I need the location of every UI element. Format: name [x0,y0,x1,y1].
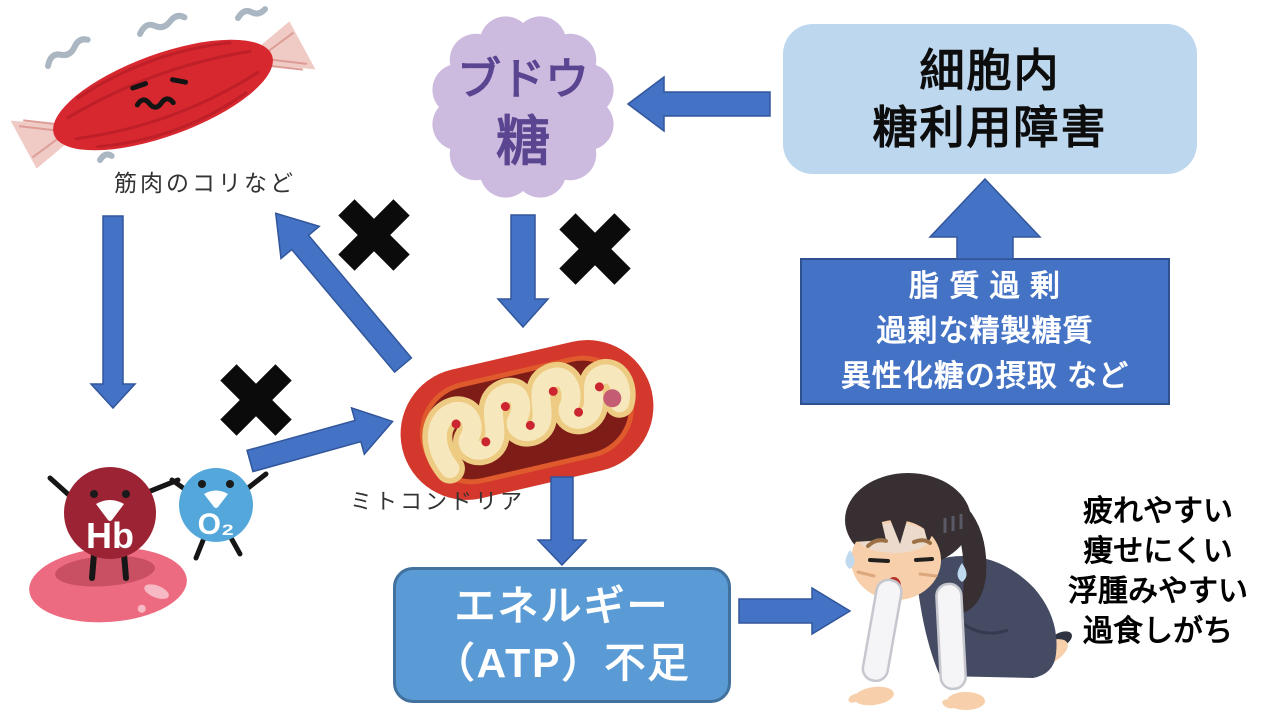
blood-oxygen-illustration: Hb O₂ [29,467,269,623]
lipid-line3: 異性化糖の摂取 など [840,360,1130,393]
symptom-line3: 浮腫みやすい [1068,574,1248,608]
oxygen-character: O₂ [179,468,253,542]
atp-deficiency-box: エネルギー （ATP）不足 [393,567,731,703]
woman-features [856,538,938,578]
symptom-line4: 過食しがち [1083,614,1233,648]
glucose-text-line1: ブドウ [457,54,589,104]
sweat-drops [845,550,967,582]
woman-arms [861,578,967,691]
cell-sugar-line2: 糖利用障害 [872,102,1108,153]
mitochondria-illustration [400,340,654,500]
glucose-cloud-shape [432,16,614,198]
glucose-text-line2: 糖 [496,112,550,172]
muscle-label: 筋肉のコリなど [114,170,296,196]
lipid-line1: 脂 質 過 剰 [908,270,1061,303]
mitochondria-granules [451,382,604,447]
tired-woman-illustration [845,473,1072,710]
mitochondria-large-granule [603,389,622,408]
hemoglobin-label: Hb [86,515,134,556]
stiff-muscle-illustration [10,6,316,169]
glucose-illustration: ブドウ 糖 [432,16,614,198]
symptoms-text: 疲れやすい 痩せにくい 浮腫みやすい 過食しがち [1052,492,1264,652]
woman-hands [848,686,985,710]
oxygen-label: O₂ [198,508,235,541]
symptom-line2: 痩せにくい [1083,534,1233,568]
gloom-lines [943,514,963,533]
atp-line2: （ATP）不足 [433,640,691,686]
cell-sugar-disorder-box: 細胞内 糖利用障害 [783,24,1197,174]
lipid-causes-box: 脂 質 過 剰 過剰な精製糖質 異性化糖の摂取 など [800,258,1170,405]
mitochondria-cristae [422,359,636,484]
muscle-body [10,21,316,169]
cell-sugar-line1: 細胞内 [919,44,1061,96]
hemoglobin-character: Hb [64,467,156,559]
arrow-muscle-to-blood [89,215,137,410]
lipid-line2: 過剰な精製糖質 [876,315,1094,348]
arrow-cellbox-to-glucose [626,75,771,133]
red-blood-cell [29,547,187,623]
atp-line1: エネルギー [454,582,670,629]
muscle-face [130,77,189,110]
mitochondria-label: ミトコンドリア [350,489,526,514]
arrow-causes-to-cellbox [928,177,1042,260]
symptom-line1: 疲れやすい [1083,495,1233,528]
x-mark-glucose-path [559,213,631,285]
woman-fringe [852,503,942,544]
